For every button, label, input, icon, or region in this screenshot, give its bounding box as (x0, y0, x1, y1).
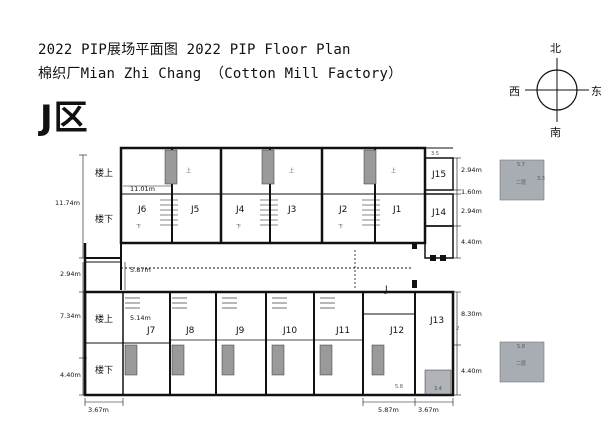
label-upper-bottom: 楼上 (95, 313, 113, 325)
compass-west: 西 (509, 85, 520, 98)
left-dimensions (79, 154, 124, 406)
corner-room-wall (424, 225, 454, 259)
compass-north: 北 (550, 42, 561, 55)
room-j11: J11 (335, 326, 350, 336)
stair-well-3 (363, 149, 377, 185)
mark-3-5: 3.5 (431, 151, 439, 157)
room-j: J (384, 285, 388, 295)
mark-up: 上 (186, 167, 191, 174)
room-j7: J7 (146, 326, 155, 336)
compass-south: 南 (550, 126, 561, 139)
mark-5-8: 5.8 (395, 384, 403, 390)
mark-up: 上 (391, 167, 396, 174)
room-j15: J15 (431, 170, 446, 180)
legend-box-top (499, 159, 545, 201)
stair-well-9 (371, 344, 385, 376)
room-j2: J2 (338, 205, 347, 215)
mark-3-4: 3.4 (434, 386, 442, 392)
stair-well-7 (271, 344, 285, 376)
column-mark (440, 255, 446, 261)
stair-well-1 (164, 149, 178, 185)
bottom-stairs (124, 344, 452, 395)
stair-well-6 (221, 344, 235, 376)
room-j12: J12 (389, 326, 404, 336)
room-j10: J10 (282, 326, 297, 336)
title-line-1: 2022 PIP展场平面图 2022 PIP Floor Plan (38, 42, 351, 58)
grey-corner-area (424, 369, 452, 395)
room-j1: J1 (392, 205, 401, 215)
mark-down: 下 (136, 224, 141, 230)
legend-boxes (499, 159, 545, 383)
mark-up: 上 (289, 167, 294, 174)
label-lower-bottom: 楼下 (95, 364, 113, 376)
dim-label-4-40-left: 4.40m (60, 371, 81, 379)
compass-east: 东 (591, 85, 602, 98)
legend-bottom-mark-5-8: 5.8 (517, 344, 525, 350)
mark-down: 下 (338, 224, 343, 230)
legend-top-mark-3-3: 3.3 (537, 176, 545, 182)
legend-top-floor2: 二层 (516, 180, 526, 186)
room-j15-wall (424, 157, 454, 191)
top-stairs (164, 149, 377, 185)
column-mark (430, 255, 436, 261)
legend-bottom-floor2: 二层 (516, 361, 526, 367)
room-j6: J6 (137, 205, 147, 215)
legend-top-mark-5-7: 5.7 (517, 162, 525, 168)
mark-2: 2 (456, 326, 459, 332)
dim-label-4-40-r1: 4.40m (461, 238, 482, 246)
label-lower-top: 楼下 (95, 213, 113, 225)
mark-down: 下 (236, 224, 241, 230)
stair-well-8 (319, 344, 333, 376)
dim-label-8-30: 8.30m (461, 310, 482, 318)
legend-box-bottom (499, 341, 545, 383)
room-j13: J13 (429, 316, 444, 326)
dim-label-2-94-r2: 2.94m (461, 207, 482, 215)
room-j3: J3 (287, 205, 296, 215)
right-dimensions (123, 157, 461, 406)
bottom-block (83, 290, 455, 397)
dim-label-1-60: 1.60m (461, 188, 482, 196)
room-j9: J9 (235, 326, 245, 336)
dim-label-11-01: 11.01m (130, 185, 155, 193)
column-mark (412, 280, 417, 288)
corridor-marks (412, 243, 446, 288)
title-line-2: 棉织厂Mian Zhi Chang （Cotton Mill Factory） (38, 66, 403, 82)
dim-label-3-67-bot: 3.67m (418, 406, 439, 414)
dim-label-4-40-r2: 4.40m (461, 367, 482, 375)
stair-well-2 (261, 149, 275, 185)
compass-rose: 北 南 西 东 (505, 38, 605, 139)
dim-label-2-94-left: 2.94m (60, 270, 81, 278)
room-j14: J14 (431, 208, 446, 218)
compass-graphic (525, 58, 589, 122)
dim-label-11-74: 11.74m (55, 199, 80, 207)
dim-label-5-87-bot: 5.87m (378, 406, 399, 414)
label-upper-top: 楼上 (95, 167, 113, 179)
room-j8: J8 (185, 326, 195, 336)
column-mark (412, 243, 417, 249)
room-j4: J4 (235, 205, 245, 215)
dim-label-5-87-mid: 5.87m (130, 266, 151, 274)
room-j5: J5 (190, 205, 199, 215)
top-stair-treads (160, 199, 380, 226)
dim-label-5-14: 5.14m (130, 314, 151, 322)
stair-well-4 (124, 344, 138, 376)
dim-label-7-34: 7.34m (60, 312, 81, 320)
stair-well-5 (171, 344, 185, 376)
bottom-stair-treads (125, 297, 335, 309)
dim-label-2-94-r1: 2.94m (461, 166, 482, 174)
dim-label-3-67-left: 3.67m (88, 406, 109, 414)
zone-label: J区 (40, 98, 89, 138)
